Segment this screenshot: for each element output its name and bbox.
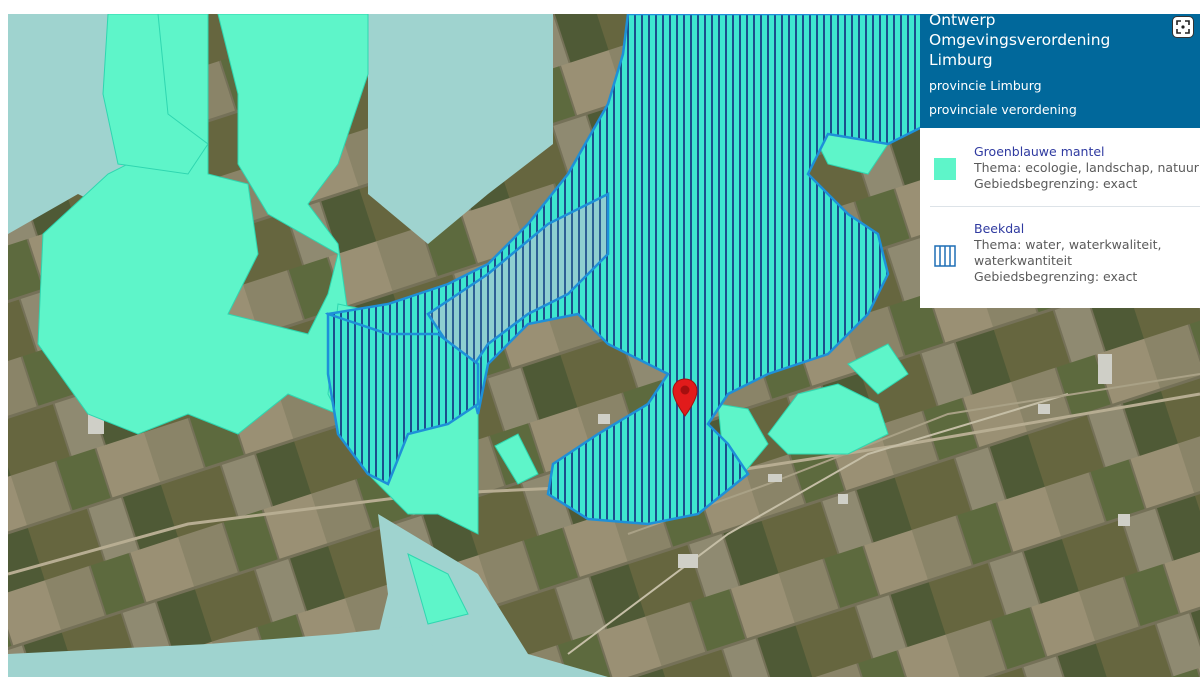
legend-item-detail: Gebiedsbegrenzing: exact xyxy=(974,269,1138,284)
building-cluster xyxy=(88,354,1130,668)
legend-item-beekdal[interactable]: Beekdal Thema: water, waterkwaliteit, wa… xyxy=(930,206,1200,299)
road-line xyxy=(8,392,1200,576)
legend-item-groenblauwe-mantel[interactable]: Groenblauwe mantel Thema: ecologie, land… xyxy=(930,128,1200,206)
info-panel: Ontwerp Omgevingsverordening Limburg pro… xyxy=(920,14,1200,308)
overlap-area-pale xyxy=(8,624,438,677)
panel-status: ontwerp (2021-05-25) xyxy=(929,126,1067,141)
fullscreen-button[interactable] xyxy=(1172,16,1194,38)
vertical-hatch-swatch-icon xyxy=(934,245,956,267)
legend-item-detail: Thema: water, waterkwaliteit, xyxy=(974,237,1162,252)
solid-fill-swatch-icon xyxy=(934,158,956,180)
legend: Groenblauwe mantel Thema: ecologie, land… xyxy=(920,128,1200,299)
legend-item-detail: waterkwantiteit xyxy=(974,253,1072,268)
legend-item-name[interactable]: Beekdal xyxy=(974,221,1025,236)
panel-document-type: provinciale verordening xyxy=(929,102,1077,117)
legend-item-detail: Gebiedsbegrenzing: exact xyxy=(974,176,1138,191)
panel-header: Ontwerp Omgevingsverordening Limburg pro… xyxy=(920,14,1200,141)
road-line xyxy=(567,393,1069,655)
overlap-area-pale xyxy=(368,14,553,244)
panel-title: Ontwerp Omgevingsverordening Limburg xyxy=(929,14,1111,69)
beekdal-layer[interactable] xyxy=(324,14,930,526)
fullscreen-icon xyxy=(1176,20,1190,34)
map-pin-icon[interactable] xyxy=(672,378,698,418)
legend-item-detail: Thema: ecologie, landschap, natuur xyxy=(974,160,1199,175)
panel-organisation: provincie Limburg xyxy=(929,78,1042,93)
legend-item-name[interactable]: Groenblauwe mantel xyxy=(974,144,1105,159)
